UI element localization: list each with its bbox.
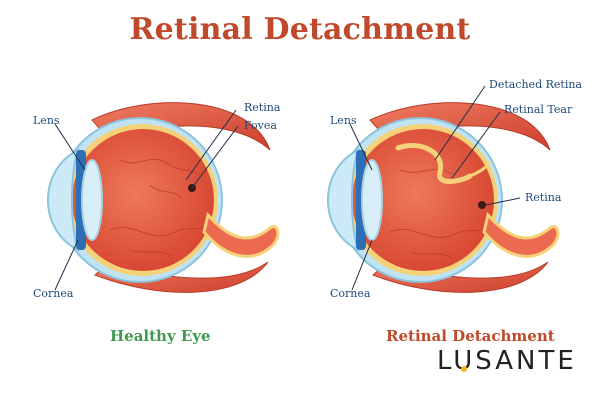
healthy-lens-label: Lens bbox=[33, 114, 60, 127]
healthy-lens-shape bbox=[81, 159, 103, 241]
retinal-detachment-caption: Retinal Detachment bbox=[386, 327, 555, 345]
detached-optic-nerve bbox=[482, 211, 560, 258]
healthy-cornea-label: Cornea bbox=[33, 287, 74, 300]
healthy-fovea-label: Fovea bbox=[244, 119, 277, 132]
detached-cornea-label: Cornea bbox=[330, 287, 371, 300]
healthy-retina-label: Retina bbox=[244, 101, 281, 114]
detached-cornea-shape bbox=[327, 148, 360, 252]
detached-lens-shape bbox=[361, 159, 383, 241]
detached-eye-illustration: Lens Cornea Detached Retina Retinal Tear… bbox=[327, 78, 582, 300]
logo-accent-dot bbox=[461, 366, 467, 372]
diagram-title: Retinal Detachment bbox=[129, 12, 471, 47]
detached-retina-flap-label: Detached Retina bbox=[489, 78, 582, 91]
detached-retina-flap bbox=[395, 143, 473, 184]
brand-logo: LUSANTE bbox=[437, 346, 577, 376]
healthy-optic-nerve bbox=[202, 211, 280, 258]
healthy-cornea-shape bbox=[47, 148, 80, 252]
detached-lens-label: Lens bbox=[330, 114, 357, 127]
healthy-eye-illustration: Lens Cornea Retina Fovea bbox=[33, 101, 281, 300]
healthy-eye-caption: Healthy Eye bbox=[110, 327, 211, 345]
detached-retina-label: Retina bbox=[525, 191, 562, 204]
retinal-tear-label: Retinal Tear bbox=[504, 103, 573, 116]
